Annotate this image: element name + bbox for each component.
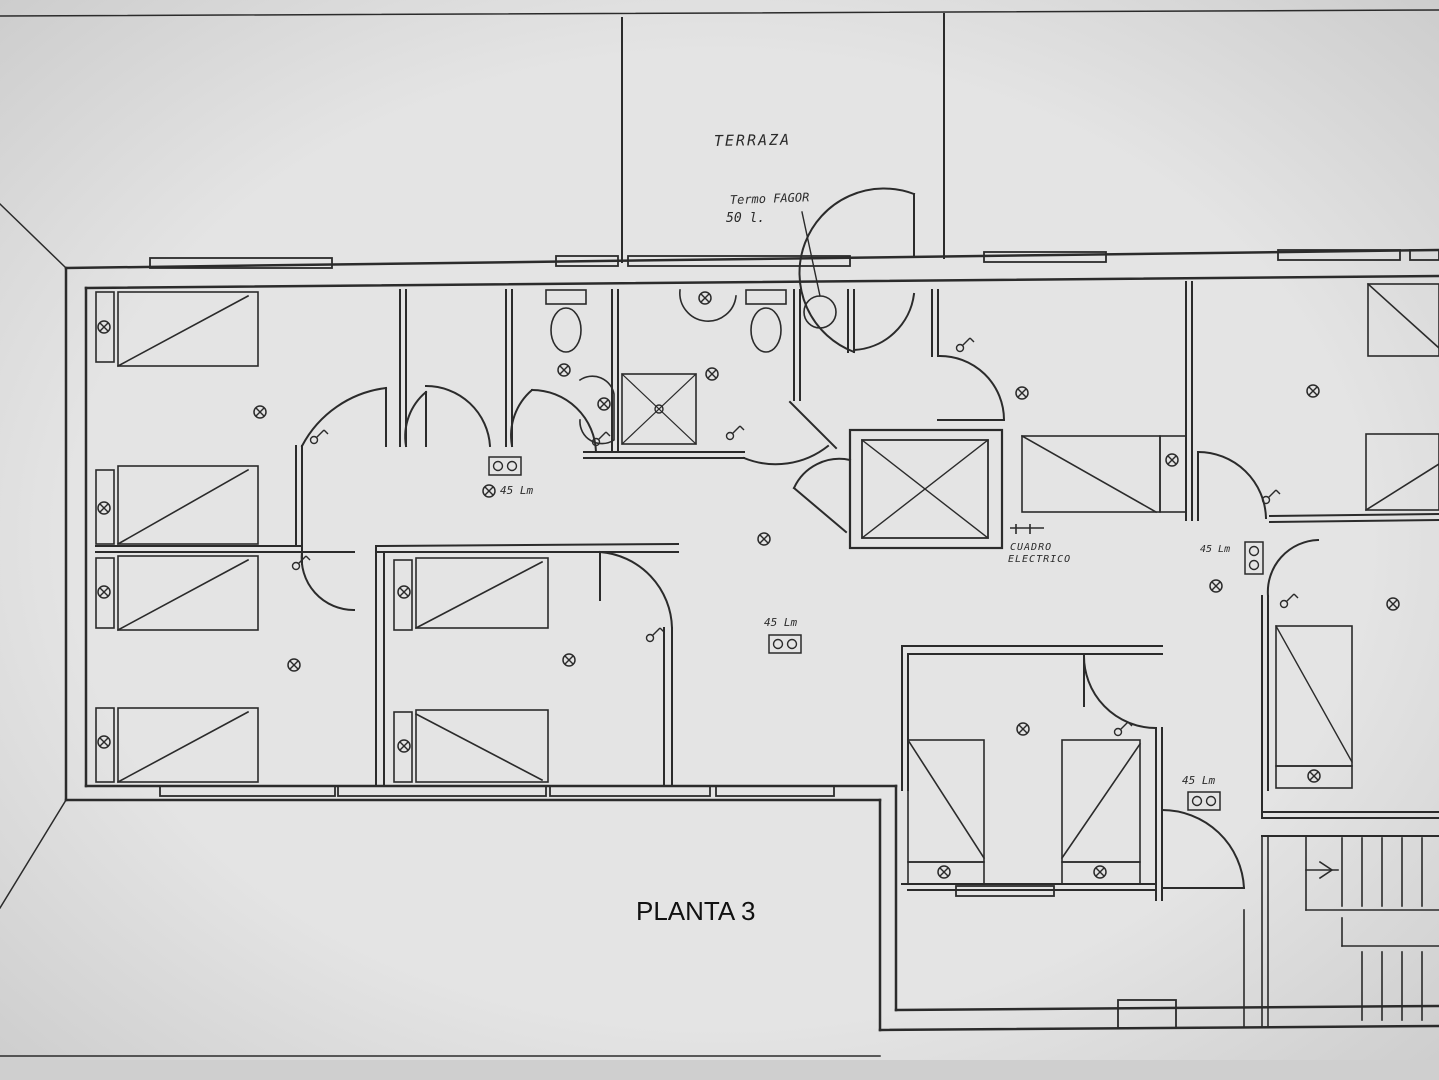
right-edge-rooms bbox=[1261, 538, 1439, 837]
lumen-label-corridor-top: 45 Lm bbox=[500, 484, 533, 497]
beds-right-upper bbox=[1020, 282, 1439, 514]
top-windows bbox=[149, 249, 1439, 269]
floor-title: PLANTA 3 bbox=[636, 896, 755, 926]
lumen-label-corridor-center: 45 Lm bbox=[764, 616, 797, 629]
right-lower-bedroom bbox=[901, 645, 1246, 901]
terrace-outline bbox=[0, 9, 1439, 263]
beds-left bbox=[95, 291, 259, 784]
lumen-label-right-landing: 45 Lm bbox=[1200, 544, 1230, 555]
bathrooms bbox=[399, 211, 838, 466]
beds-center bbox=[393, 557, 549, 783]
paper-lower-band bbox=[0, 1060, 1439, 1080]
staircase bbox=[1243, 835, 1439, 1027]
terrace-door bbox=[798, 187, 916, 354]
lumen-label-corridor-bottom: 45 Lm bbox=[1182, 774, 1215, 787]
electrical-panel-label-2: ELECTRICO bbox=[1008, 554, 1071, 565]
electrical-panel-label: CUADRO bbox=[1010, 542, 1052, 553]
center-bedroom bbox=[374, 542, 680, 787]
beds-right-lower bbox=[906, 738, 1142, 885]
terrace-label: TERRAZA bbox=[714, 131, 792, 150]
left-bedrooms bbox=[95, 386, 388, 612]
elevator-core bbox=[792, 428, 1004, 550]
electrical-panel-symbol bbox=[1010, 524, 1044, 534]
water-heater-label: Termo FAGOR bbox=[730, 190, 810, 207]
water-heater-capacity: 50 l. bbox=[726, 211, 765, 226]
